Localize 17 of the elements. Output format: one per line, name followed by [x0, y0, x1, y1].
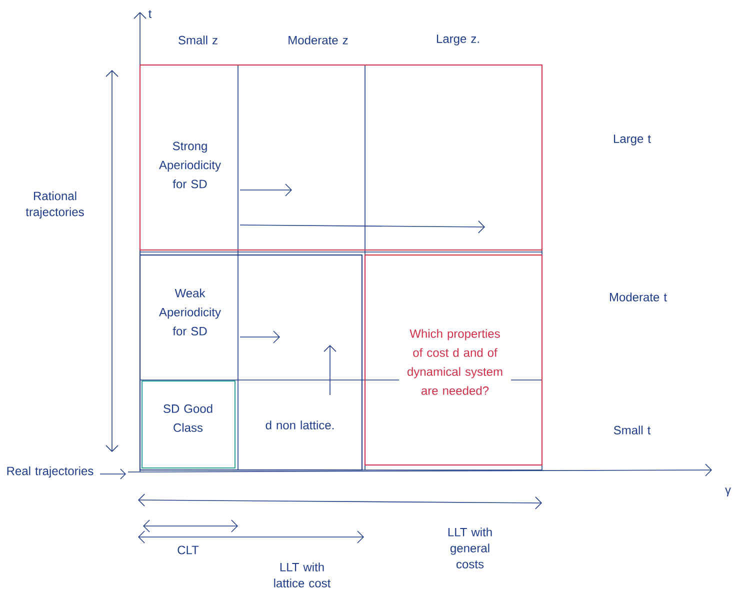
- range-label: LLT with general costs: [448, 528, 492, 568]
- axis-label: Rational trajectories: [26, 191, 84, 219]
- row-label: Large t: [614, 134, 651, 146]
- range-label: CLT: [178, 546, 199, 554]
- axis-label: γ: [725, 488, 731, 496]
- range-label: LLT with lattice cost: [274, 562, 331, 588]
- question-box: Which properties of cost d and of dynamical system are needed?: [364, 254, 542, 466]
- column-label: Small z: [178, 36, 218, 44]
- row-label: Small t: [614, 426, 651, 434]
- region-box: SD Good Class: [142, 380, 236, 468]
- region-box: Strong Aperiodicity for SD: [140, 64, 542, 250]
- column-label: Large z.: [436, 34, 479, 46]
- grid-cell: d non lattice.: [266, 420, 334, 430]
- axis-label: Real trajectories: [7, 466, 94, 478]
- axis-label: t: [148, 10, 152, 18]
- column-label: Moderate z: [288, 36, 348, 44]
- row-label: Moderate t: [610, 292, 667, 302]
